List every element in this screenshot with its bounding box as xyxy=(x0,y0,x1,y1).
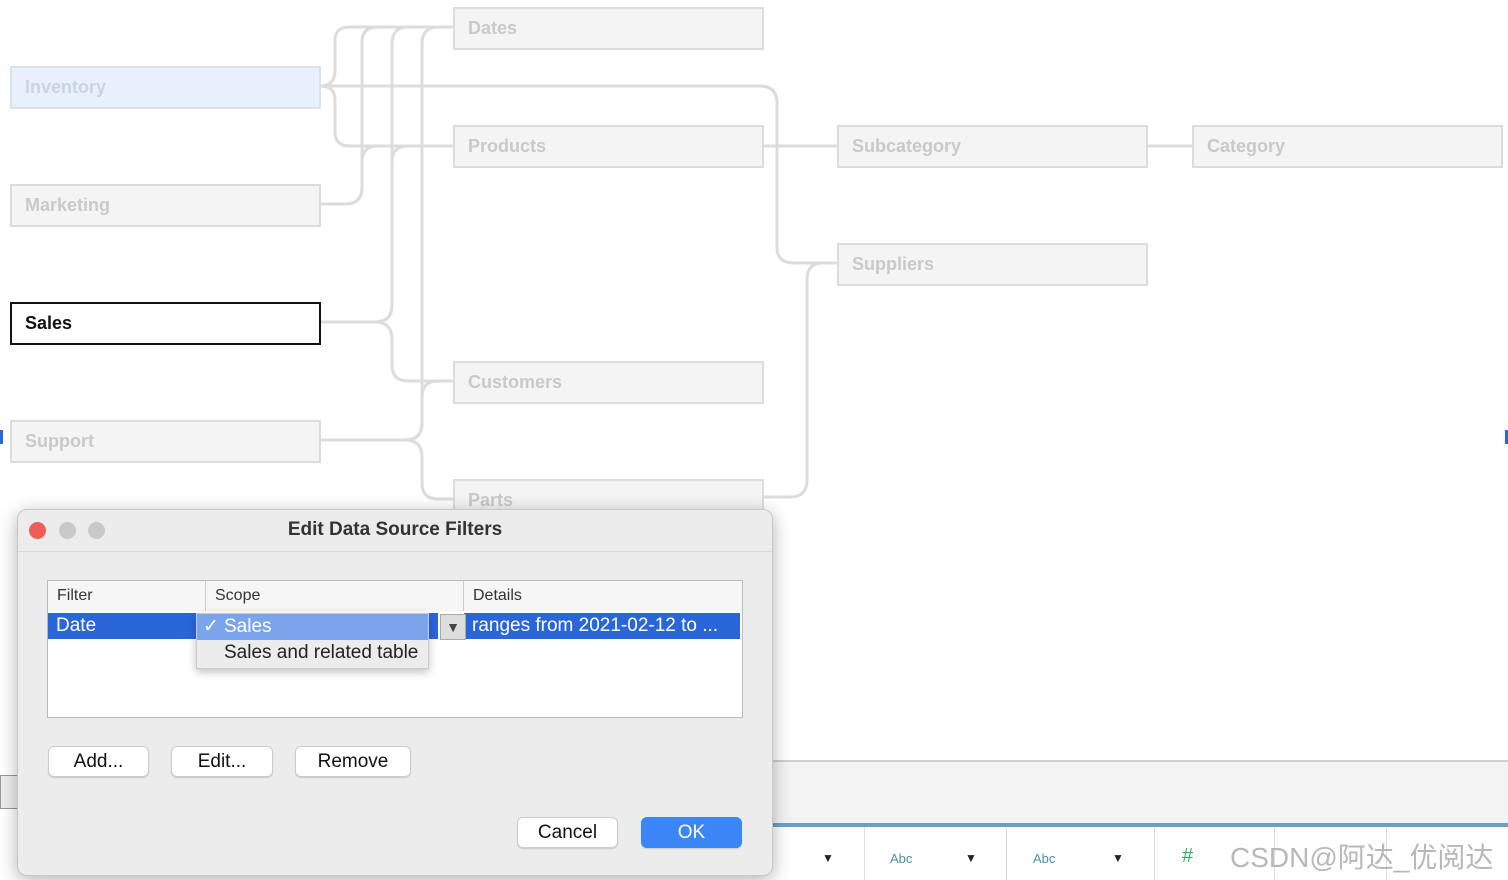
dialog-title: Edit Data Source Filters xyxy=(18,510,772,552)
left-edge-marker xyxy=(0,430,3,444)
zoom-icon xyxy=(88,522,105,539)
dropdown-icon[interactable]: ▼ xyxy=(1112,851,1124,865)
column-header-details: Details xyxy=(464,581,742,611)
scope-option-sales[interactable]: ✓Sales xyxy=(197,614,428,640)
number-type-icon: # xyxy=(1182,845,1194,867)
string-type-icon: Abc xyxy=(1033,851,1056,866)
minimize-icon xyxy=(59,522,76,539)
grid-column[interactable]: Abc ▼ xyxy=(1006,827,1155,880)
filter-cell: Date xyxy=(56,615,97,636)
table-customers[interactable]: Customers xyxy=(453,361,764,404)
cancel-button[interactable]: Cancel xyxy=(517,817,618,848)
grid-column[interactable]: Abc ▼ xyxy=(864,827,1007,880)
table-subcategory[interactable]: Subcategory xyxy=(837,125,1148,168)
table-suppliers[interactable]: Suppliers xyxy=(837,243,1148,286)
grid-column[interactable]: ▼ xyxy=(772,827,864,880)
dropdown-icon[interactable]: ▼ xyxy=(965,851,977,865)
string-type-icon: Abc xyxy=(890,851,913,866)
scope-option-related[interactable]: Sales and related table xyxy=(197,640,428,666)
grid-column[interactable] xyxy=(1274,827,1387,880)
remove-button[interactable]: Remove xyxy=(295,746,411,777)
option-label: Sales and related table xyxy=(224,642,419,663)
grid-column[interactable]: # xyxy=(1154,827,1275,880)
column-header-scope: Scope xyxy=(206,581,464,611)
add-button[interactable]: Add... xyxy=(48,746,149,777)
edit-data-source-filters-dialog: Edit Data Source Filters Filter Scope De… xyxy=(17,509,773,876)
table-category[interactable]: Category xyxy=(1192,125,1503,168)
table-dates[interactable]: Dates xyxy=(453,7,764,50)
close-icon[interactable] xyxy=(29,522,46,539)
grid-column[interactable] xyxy=(1386,827,1508,880)
table-inventory[interactable]: Inventory xyxy=(10,66,321,109)
details-cell: ranges from 2021-02-12 to ... xyxy=(472,615,719,636)
right-edge-marker xyxy=(1505,430,1508,444)
bottom-panel xyxy=(772,760,1508,824)
edit-button[interactable]: Edit... xyxy=(171,746,273,777)
watermark: CSDN@阿达_优阅达 xyxy=(1230,842,1494,873)
grid-header-bar xyxy=(772,823,1508,827)
table-sales[interactable]: Sales xyxy=(10,302,321,345)
column-header-filter: Filter xyxy=(48,581,206,611)
option-label: Sales xyxy=(224,616,272,637)
scope-dropdown-button[interactable]: ▼ xyxy=(440,614,466,640)
dropdown-icon[interactable]: ▼ xyxy=(822,851,834,865)
table-support[interactable]: Support xyxy=(10,420,321,463)
ok-button[interactable]: OK xyxy=(641,817,742,848)
checkmark-icon: ✓ xyxy=(203,616,219,637)
table-products[interactable]: Products xyxy=(453,125,764,168)
table-marketing[interactable]: Marketing xyxy=(10,184,321,227)
scope-dropdown-menu: ✓Sales Sales and related table xyxy=(196,613,429,669)
